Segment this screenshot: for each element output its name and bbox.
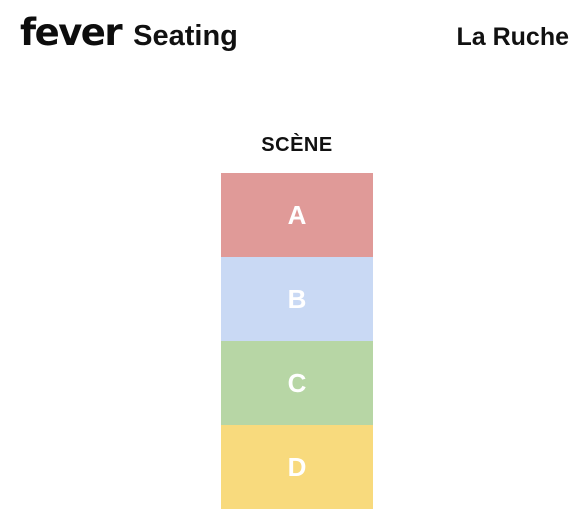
section-c[interactable]: C <box>221 341 373 425</box>
fever-logo: fever <box>20 11 123 54</box>
header: fever Seating La Ruche <box>0 0 582 80</box>
section-b[interactable]: B <box>221 257 373 341</box>
seating-map: SCÈNE A B C D <box>221 133 373 509</box>
stage-label: SCÈNE <box>261 134 333 156</box>
page-title: Seating <box>133 20 238 52</box>
venue-name: La Ruche <box>456 23 569 51</box>
section-d[interactable]: D <box>221 425 373 509</box>
brand: fever Seating <box>20 14 238 51</box>
section-a[interactable]: A <box>221 173 373 257</box>
